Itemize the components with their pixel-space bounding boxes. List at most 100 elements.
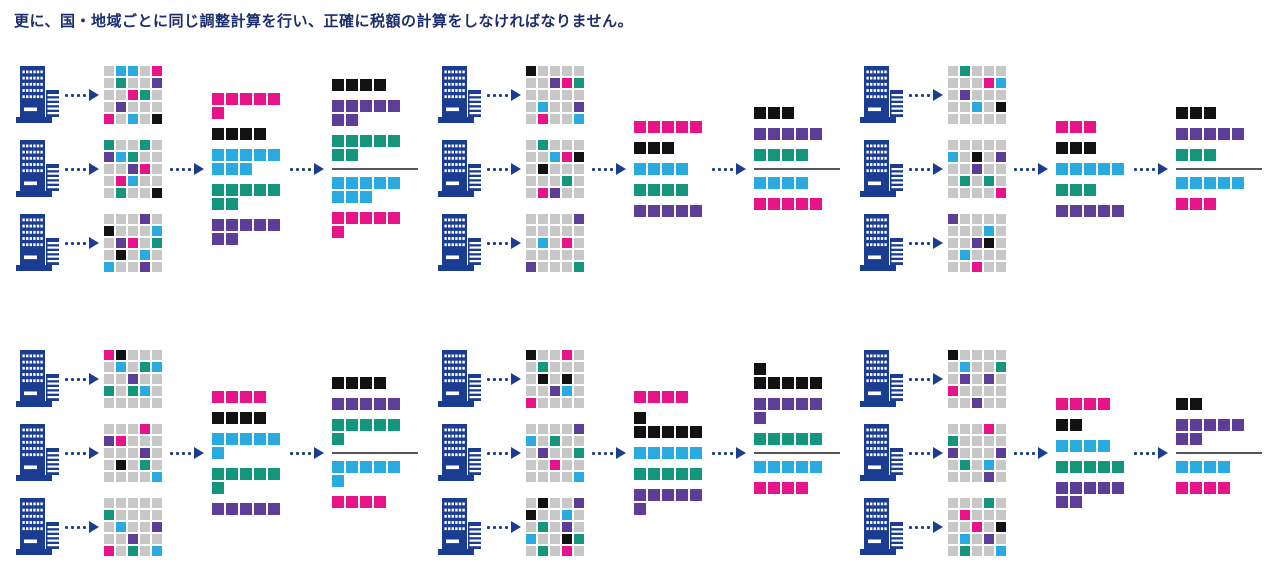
building-icon <box>860 66 903 123</box>
bar-square <box>1056 205 1068 217</box>
bar-square <box>254 391 266 403</box>
bar-square <box>332 475 344 487</box>
grid-cell <box>960 460 970 470</box>
bar-square <box>1176 461 1188 473</box>
grid-cell <box>140 510 150 520</box>
data-grid <box>948 214 1006 272</box>
grid-cell <box>996 534 1006 544</box>
bar-block-pink <box>212 93 282 119</box>
grid-cell <box>960 152 970 162</box>
grid-cell <box>104 498 114 508</box>
bar-square <box>1204 482 1216 494</box>
bar-square <box>754 107 766 119</box>
bar-square <box>226 184 238 196</box>
dotted-arrow-icon <box>487 237 521 249</box>
grid-cell <box>116 176 126 186</box>
bar-square <box>782 461 794 473</box>
grid-cell <box>538 398 548 408</box>
bar-block-cyan <box>754 177 840 189</box>
grid-cell <box>140 152 150 162</box>
grid-cell <box>562 250 572 260</box>
bar-square <box>1056 461 1068 473</box>
arrow-dot <box>730 451 733 455</box>
grid-cell <box>116 226 126 236</box>
bar-square <box>226 391 238 403</box>
grid-cell <box>562 374 572 384</box>
arrow-dot <box>1140 167 1143 171</box>
grid-cell <box>562 424 572 434</box>
grid-cell <box>128 472 138 482</box>
arrow-dot <box>188 451 191 455</box>
grid-cell <box>562 152 572 162</box>
bar-row <box>754 177 840 189</box>
result-denominator <box>754 177 840 269</box>
bar-square <box>1190 177 1202 189</box>
grid-cell <box>562 90 572 100</box>
grid-cell <box>562 546 572 556</box>
grid-cell <box>152 164 162 174</box>
grid-cell <box>972 460 982 470</box>
grid-cell <box>538 114 548 124</box>
bar-block-cyan <box>754 461 840 473</box>
aggregated-bars <box>1056 121 1126 217</box>
arrow-dot <box>83 525 86 529</box>
bar-square <box>1176 149 1188 161</box>
data-grid <box>104 424 162 482</box>
bar-square <box>810 461 822 473</box>
company-row <box>860 66 1006 124</box>
bar-square <box>388 398 400 410</box>
grid-cell <box>104 546 114 556</box>
grid-cell <box>948 262 958 272</box>
bar-square <box>1070 121 1082 133</box>
bar-square <box>374 377 386 389</box>
arrow-dot <box>499 451 502 455</box>
bar-block-purple <box>332 398 418 410</box>
grid-cell <box>972 238 982 248</box>
grid-cell <box>152 362 162 372</box>
grid-cell <box>538 510 548 520</box>
grid-cell <box>128 226 138 236</box>
grid-cell <box>128 398 138 408</box>
grid-cell <box>562 472 572 482</box>
bar-square <box>1070 419 1082 431</box>
grid-cell <box>538 460 548 470</box>
bar-square <box>676 489 688 501</box>
bar-square <box>212 447 224 459</box>
bar-square <box>360 461 372 473</box>
grid-cell <box>574 374 584 384</box>
grid-cell <box>562 140 572 150</box>
grid-cell <box>574 546 584 556</box>
grid-cell <box>538 424 548 434</box>
grid-cell <box>152 114 162 124</box>
bar-square <box>754 177 766 189</box>
bar-block-teal <box>332 135 418 161</box>
bar-square <box>648 468 660 480</box>
grid-cell <box>538 66 548 76</box>
bar-square <box>240 128 252 140</box>
grid-cell <box>152 262 162 272</box>
grid-cell <box>104 226 114 236</box>
result-numerator <box>754 69 840 161</box>
dotted-arrow-icon <box>65 163 99 175</box>
bar-square <box>1204 419 1216 431</box>
arrow-dot <box>718 451 721 455</box>
arrow-dot <box>505 241 508 245</box>
arrow-head <box>89 373 99 385</box>
grid-cell <box>562 176 572 186</box>
bar-square <box>332 212 344 224</box>
bar-block-teal <box>634 184 704 196</box>
grid-cell <box>526 472 536 482</box>
bar-square <box>662 184 674 196</box>
grid-cell <box>104 350 114 360</box>
grid-cell <box>550 152 560 162</box>
bar-row <box>332 226 418 238</box>
arrow-dot <box>712 451 715 455</box>
grid-cell <box>960 140 970 150</box>
grid-cell <box>960 164 970 174</box>
grid-cell <box>996 140 1006 150</box>
bar-square <box>648 205 660 217</box>
grid-cell <box>116 374 126 384</box>
data-grid <box>948 350 1006 408</box>
bar-square <box>268 184 280 196</box>
bar-square <box>346 496 358 508</box>
